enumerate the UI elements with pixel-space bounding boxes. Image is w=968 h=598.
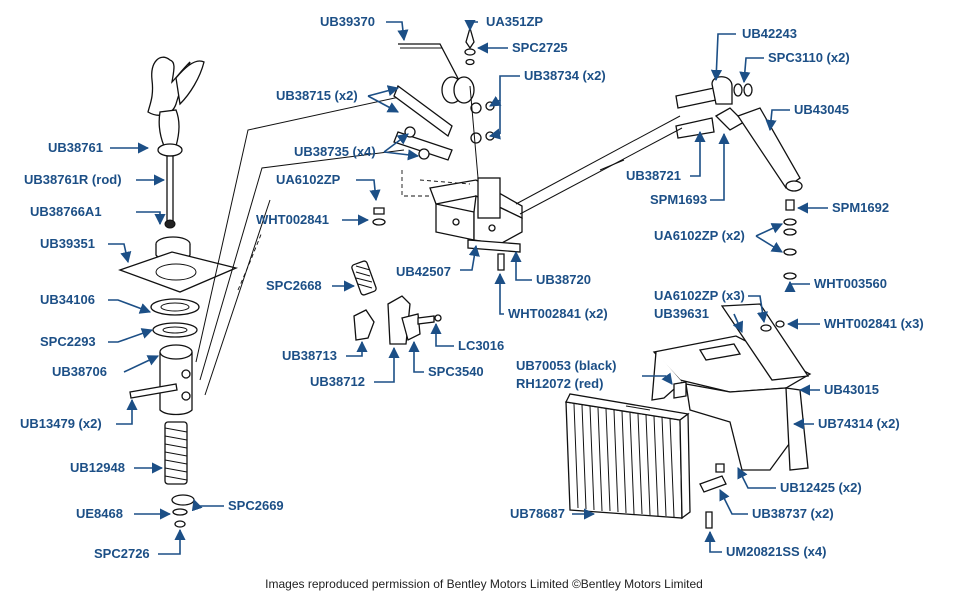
label-ub38761r: UB38761R (rod) xyxy=(24,172,122,187)
label-ub43015: UB43015 xyxy=(824,382,879,397)
label-ua351zp: UA351ZP xyxy=(486,14,543,29)
label-lc3016: LC3016 xyxy=(458,338,504,353)
label-spc2726: SPC2726 xyxy=(94,546,150,561)
selector-spring xyxy=(401,313,421,341)
mascot-wing xyxy=(175,60,205,106)
label-spc2668: SPC2668 xyxy=(266,278,322,293)
label-ub38737: UB38737 (x2) xyxy=(752,506,834,521)
side-trim xyxy=(785,387,809,471)
label-spc3110: SPC3110 (x2) xyxy=(768,50,850,65)
housing-slot xyxy=(698,343,742,361)
pivot-arm xyxy=(711,76,733,105)
bolt xyxy=(129,383,178,399)
bracket-bolts xyxy=(372,207,505,271)
label-ub38761: UB38761 xyxy=(48,140,103,155)
washer-upper xyxy=(150,298,200,316)
label-wht003560: WHT003560 xyxy=(814,276,887,291)
label-wht002841-x2: WHT002841 (x2) xyxy=(508,306,608,321)
small-spring xyxy=(351,260,377,296)
label-ub38706: UB38706 xyxy=(52,364,107,379)
shift-rod xyxy=(737,107,801,189)
housing-front xyxy=(685,383,793,471)
gate-plate xyxy=(118,251,239,293)
clip-loop-b xyxy=(453,76,475,104)
label-um20821ss: UM20821SS (x4) xyxy=(726,544,826,559)
label-ua6102zp-x3: UA6102ZP (x3) xyxy=(654,288,745,303)
mascot-figure xyxy=(147,56,191,116)
label-wht002841: WHT002841 xyxy=(256,212,329,227)
nut xyxy=(174,520,186,528)
pivot-bracket xyxy=(419,177,523,253)
label-ub38721: UB38721 xyxy=(626,168,681,183)
grille-panel xyxy=(565,393,691,520)
washer-lower xyxy=(152,322,198,338)
label-ub38712: UB38712 xyxy=(310,374,365,389)
label-ub38734: UB38734 (x2) xyxy=(524,68,606,83)
label-ub34106: UB34106 xyxy=(40,292,95,307)
lock-pin xyxy=(417,315,435,325)
label-ub78687: UB78687 xyxy=(510,506,565,521)
cover-screws xyxy=(699,320,785,529)
label-rh12072: RH12072 (red) xyxy=(516,376,603,391)
label-spm1693: SPM1693 xyxy=(650,192,707,207)
label-ub42507: UB42507 xyxy=(396,264,451,279)
label-ub12425: UB12425 (x2) xyxy=(780,480,862,495)
cover-strip xyxy=(720,303,810,381)
label-ub12948: UB12948 xyxy=(70,460,125,475)
console-housing xyxy=(651,303,812,471)
label-ub38735: UB38735 (x4) xyxy=(294,144,376,159)
coil-spring xyxy=(164,421,188,485)
small-washer xyxy=(172,508,188,516)
callout-arrows xyxy=(108,19,828,555)
pivot-pin xyxy=(675,87,717,109)
label-ub38713: UB38713 xyxy=(282,348,337,363)
label-spc2669: SPC2669 xyxy=(228,498,284,513)
label-ub39370: UB39370 xyxy=(320,14,375,29)
callout-labels: UB39370 UA351ZP SPC2725 UB38734 (x2) UB3… xyxy=(20,14,924,561)
selector-block xyxy=(353,309,375,341)
label-ub38715: UB38715 (x2) xyxy=(276,88,358,103)
label-ub42243: UB42243 xyxy=(742,26,797,41)
label-spm1692: SPM1692 xyxy=(832,200,889,215)
label-ub39351: UB39351 xyxy=(40,236,95,251)
label-spc3540: SPC3540 xyxy=(428,364,484,379)
rod-bushing xyxy=(164,219,176,229)
label-ub74314: UB74314 (x2) xyxy=(818,416,900,431)
gear-lever-assembly xyxy=(118,56,239,528)
label-ub39631: UB39631 xyxy=(654,306,709,321)
label-wht002841-x3: WHT002841 (x3) xyxy=(824,316,924,331)
label-ub38766a1: UB38766A1 xyxy=(30,204,102,219)
label-spc2725: SPC2725 xyxy=(512,40,568,55)
label-spc2293: SPC2293 xyxy=(40,334,96,349)
label-ua6102zp: UA6102ZP xyxy=(276,172,341,187)
label-ub38720: UB38720 xyxy=(536,272,591,287)
mascot-base xyxy=(157,143,183,157)
linkage-rods xyxy=(195,95,405,396)
screw xyxy=(465,25,475,50)
label-ub13479: UB13479 (x2) xyxy=(20,416,102,431)
label-ub43045: UB43045 xyxy=(794,102,849,117)
selector-parts xyxy=(351,260,442,345)
label-ue8468: UE8468 xyxy=(76,506,123,521)
lever-tube xyxy=(159,352,193,416)
gear-lever-rod xyxy=(166,155,174,227)
label-ua6102zp-x2: UA6102ZP (x2) xyxy=(654,228,745,243)
column-shift-parts xyxy=(515,76,803,215)
spring-clip xyxy=(171,494,195,506)
image-credit: Images reproduced permission of Bentley … xyxy=(265,577,703,591)
selector-indicator xyxy=(673,381,687,399)
mascot-body xyxy=(158,109,180,147)
fastener-stack xyxy=(783,199,797,280)
label-ub70053: UB70053 (black) xyxy=(516,358,616,373)
